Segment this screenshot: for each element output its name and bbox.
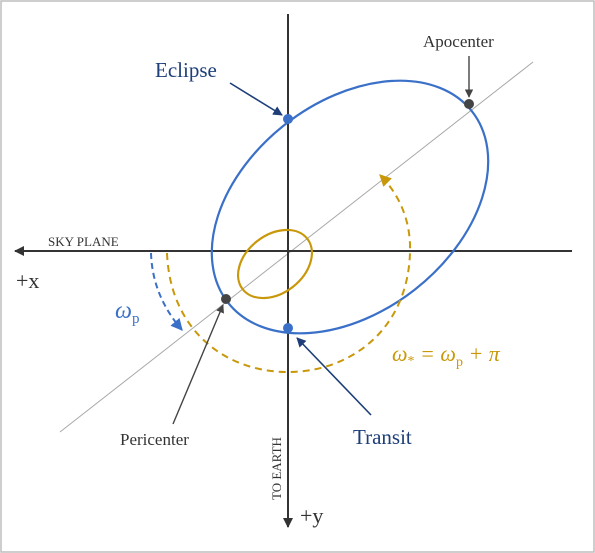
- pericenter-pointer-arrow: [172, 304, 224, 425]
- omega-star-arc: [166, 174, 412, 374]
- eclipse-label: Eclipse: [155, 58, 217, 82]
- omega-p-arc: [150, 252, 183, 331]
- apocenter-label: Apocenter: [423, 32, 494, 51]
- omega-star-subscript: *: [408, 354, 415, 369]
- to-earth-label: TO EARTH: [269, 437, 284, 500]
- pericenter-point: [221, 294, 231, 304]
- omega-star-p-subscript: p: [456, 355, 463, 370]
- omega-p-subscript: p: [132, 311, 140, 327]
- transit-label: Transit: [353, 425, 412, 449]
- plus-y-label: +y: [300, 503, 323, 528]
- omega-p-symbol: ω: [115, 298, 132, 324]
- star-orbit: [236, 228, 314, 300]
- omega-star-symbol: ω: [392, 341, 408, 366]
- planet-orbit: [210, 79, 490, 335]
- omega-star-plus-pi: + π: [463, 341, 501, 366]
- transit-point: [283, 323, 293, 333]
- transit-pointer-arrow: [296, 337, 372, 416]
- plus-x-label: +x: [16, 268, 39, 293]
- eclipse-pointer-arrow: [229, 82, 283, 116]
- omega-p-label: ωp: [115, 298, 139, 327]
- apocenter-point: [464, 99, 474, 109]
- omega-star-equals-omega: = ω: [415, 341, 456, 366]
- omega-star-equation: ω* = ωp + π: [392, 341, 501, 370]
- eclipse-point: [283, 114, 293, 124]
- sky-plane-label: SKY PLANE: [48, 234, 119, 249]
- pericenter-label: Pericenter: [120, 430, 189, 449]
- line-of-apsides: [59, 61, 534, 433]
